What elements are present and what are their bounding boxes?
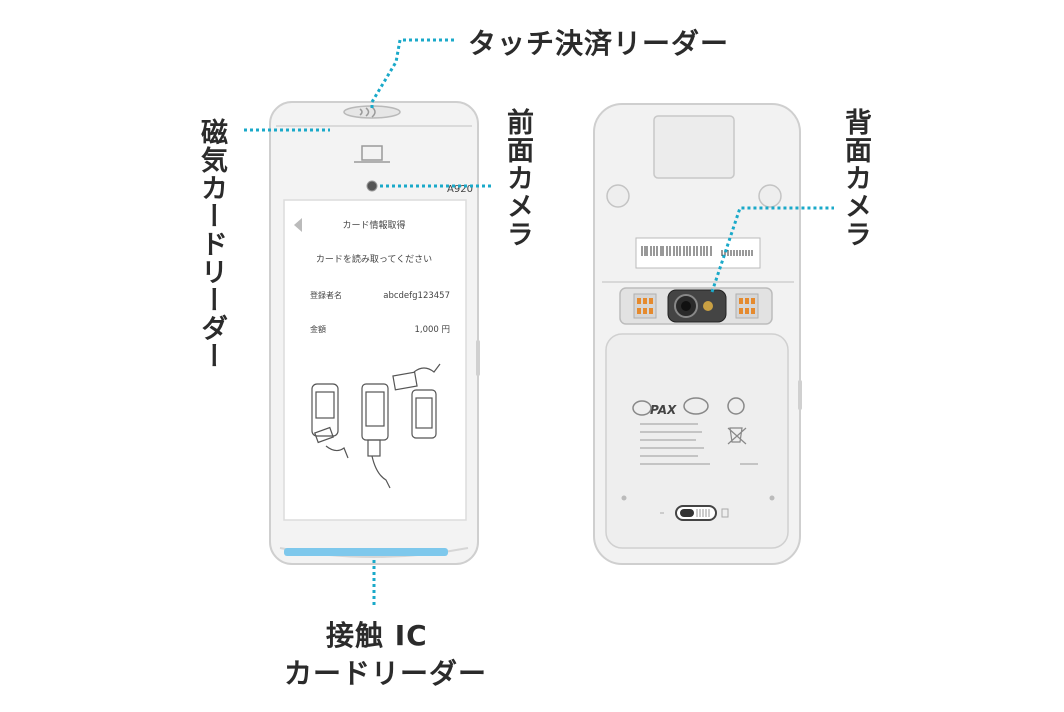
contactless-callout-line <box>370 38 454 108</box>
ic-reader-label-line1: 接触 IC <box>326 619 428 652</box>
screen-instruction: カードを読み取ってください <box>316 253 432 265</box>
rear-camera-module <box>619 287 773 325</box>
rear-camera-label: 背面カメラ <box>840 108 871 248</box>
front-terminal: A920 カード情報取得 カードを読み取ってください 登録者名 abcdefg1… <box>269 101 480 565</box>
ic-card-slot <box>284 548 448 556</box>
back-arrow-icon <box>294 218 302 232</box>
battery-latch <box>660 505 729 521</box>
receipt-slot-icon <box>354 145 390 163</box>
screen-name-label: 登録者名 <box>310 290 342 300</box>
screen-amount-label: 金額 <box>310 324 326 334</box>
ic-reader-label-line2: カードリーダー <box>284 657 488 690</box>
rear-camera-callout-line <box>710 206 834 293</box>
front-camera-lens <box>366 180 378 192</box>
contactless-reader-label: タッチ決済リーダー <box>468 27 730 60</box>
rear-terminal: PAX <box>593 103 802 565</box>
magnetic-reader-label: 磁気カードリーダー <box>196 118 227 370</box>
screen-title: カード情報取得 <box>342 219 405 231</box>
callout-lines <box>244 38 834 608</box>
front-screen <box>283 199 467 521</box>
front-model-label: A920 <box>447 184 473 195</box>
screen-name-value: abcdefg123457 <box>383 291 450 301</box>
rear-brand-logo: PAX <box>650 403 677 417</box>
screen-amount-value: 1,000 円 <box>414 325 450 335</box>
card-reading-illustration <box>311 363 441 489</box>
front-camera-label: 前面カメラ <box>502 108 533 248</box>
serial-barcode-label <box>635 237 761 269</box>
